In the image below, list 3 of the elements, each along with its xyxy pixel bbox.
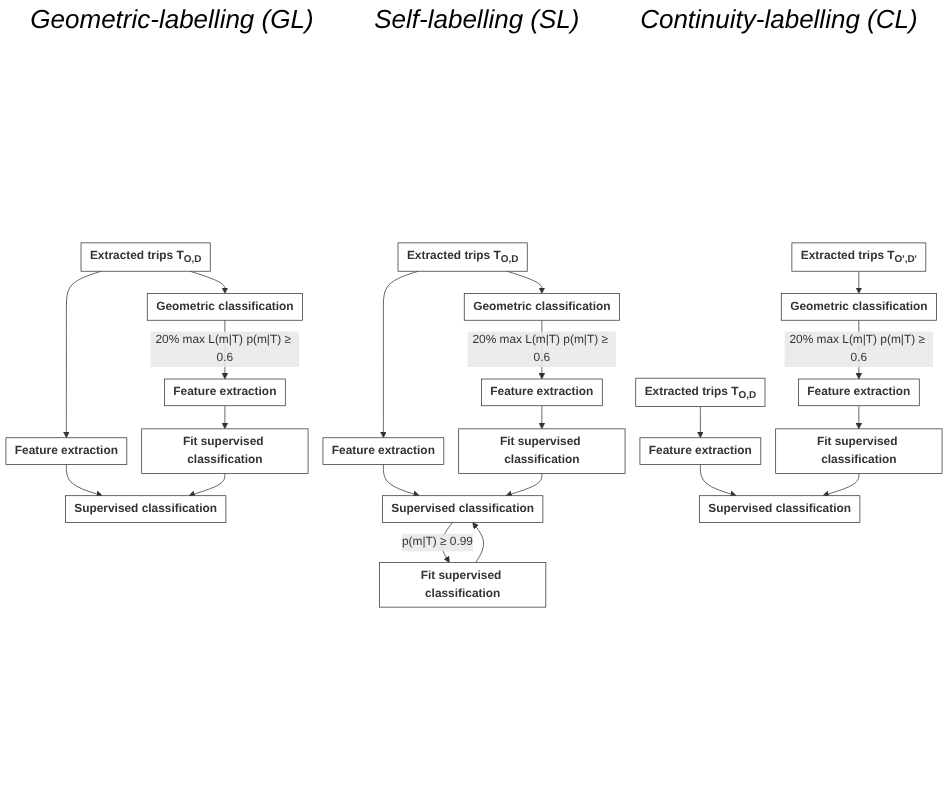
column-heading: Geometric-labelling (GL) bbox=[30, 4, 314, 34]
column-heading: Self-labelling (SL) bbox=[374, 4, 580, 34]
column-heading: Continuity-labelling (CL) bbox=[640, 4, 918, 34]
